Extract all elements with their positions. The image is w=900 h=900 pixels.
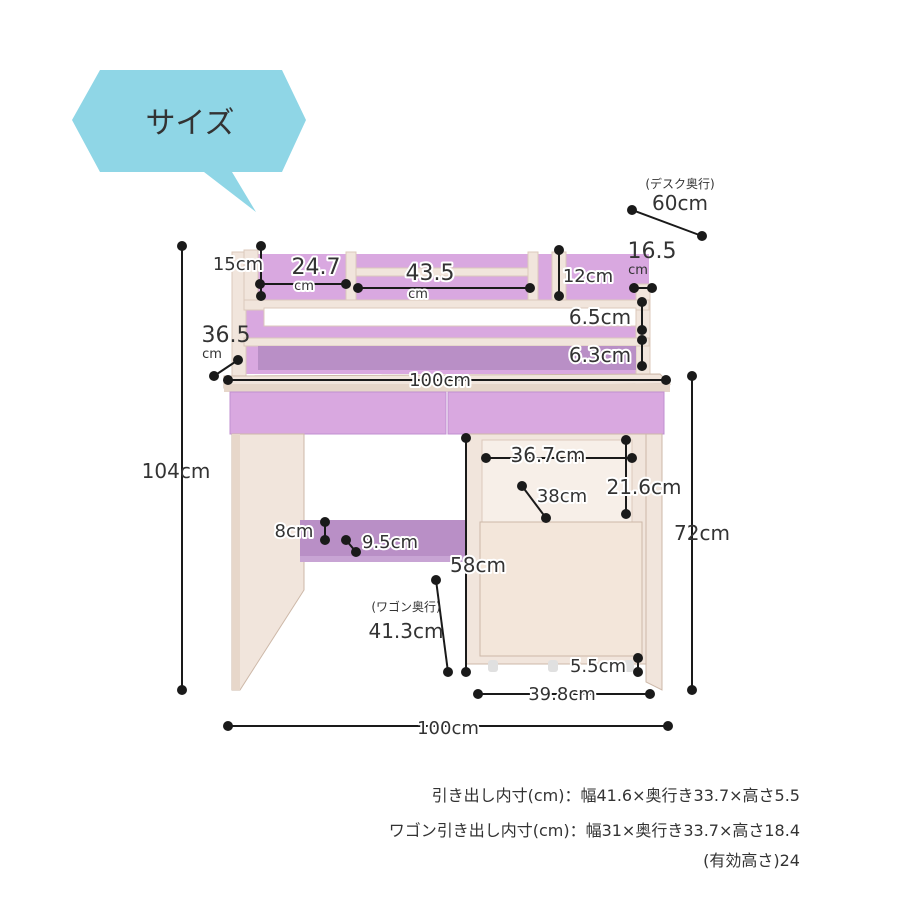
hutch-divider-left (345, 251, 357, 303)
desk-top-edge (224, 384, 670, 392)
title-badge: サイズ (72, 70, 306, 212)
hutch-upper-shelf-front (263, 307, 637, 327)
note-effective-height: (有効高さ)24 (703, 851, 800, 870)
hutch-lower-back (258, 346, 636, 370)
label-100-bottom: 100cm (417, 718, 479, 739)
label-16-5: 16.5 (628, 239, 677, 264)
label-104: 104cm (142, 459, 211, 483)
wagon-caster-mid (548, 660, 558, 672)
leg-left-front (232, 434, 240, 690)
label-41-3: 41.3cm (368, 619, 443, 643)
label-15: 15cm (213, 254, 263, 275)
wagon-open-shelf (481, 439, 633, 523)
label-39-8: 39.8cm (528, 684, 596, 705)
label-43-5-unit: cm (408, 287, 428, 302)
wagon-caster-left (488, 660, 498, 672)
label-9-5: 9.5cm (362, 532, 418, 553)
wagon-drawer (479, 521, 643, 657)
label-16-5-unit: cm (628, 263, 648, 278)
label-24-7-unit: cm (294, 279, 314, 294)
label-12: 12cm (563, 266, 613, 287)
label-6-5: 6.5cm (569, 305, 631, 329)
label-wagon-caption: (ワゴン奥行) (371, 599, 440, 614)
label-24-7: 24.7 (292, 255, 341, 280)
foot-shelf-edge (300, 556, 466, 562)
hutch-divider-right (527, 251, 539, 303)
badge-title: サイズ (145, 106, 234, 141)
label-58: 58cm (450, 553, 506, 577)
label-36-7: 36.7cm (510, 443, 585, 467)
dimension-labels: (デスク奥行) 60cm 15cm 24.7 cm 43.5 cm 12cm 1… (142, 176, 730, 741)
badge-shape (72, 70, 306, 212)
label-43-5: 43.5 (406, 261, 455, 286)
label-36-5-unit: cm (202, 347, 222, 362)
label-depth-caption: (デスク奥行) (645, 176, 714, 191)
label-38: 38cm (537, 486, 587, 507)
label-6-3: 6.3cm (569, 343, 631, 367)
foot-shelf (300, 520, 466, 560)
label-depth-60: 60cm (652, 191, 708, 215)
leg-right (645, 433, 663, 691)
desk-illustration (223, 249, 672, 691)
label-21-6: 21.6cm (606, 475, 681, 499)
hutch-top-crossbar (355, 267, 529, 277)
label-36-5: 36.5 (202, 323, 251, 348)
label-5-5: 5.5cm (570, 656, 626, 677)
label-100-top: 100cm (409, 370, 471, 391)
dimension-lines (177, 205, 707, 731)
label-72: 72cm (674, 521, 730, 545)
drawer-left (229, 391, 447, 435)
label-8: 8cm (275, 521, 314, 542)
note-drawer-inner: 引き出し内寸(cm)：幅41.6×奥行き33.7×高さ5.5 (431, 786, 800, 805)
drawer-right (447, 391, 665, 435)
wagon-caster-right (624, 660, 634, 672)
leg-left (231, 433, 305, 691)
note-wagon-inner: ワゴン引き出し内寸(cm)：幅31×奥行き33.7×高さ18.4 (388, 821, 800, 840)
